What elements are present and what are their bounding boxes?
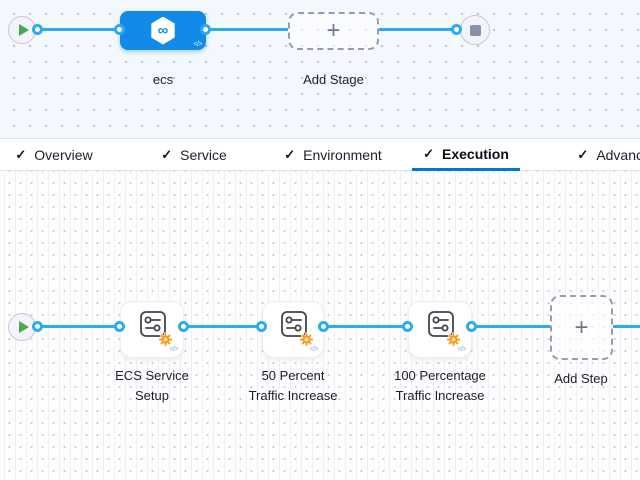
add-stage-label: Add Stage bbox=[303, 72, 364, 87]
step-card-50-percent-traffic[interactable]: </> bbox=[262, 301, 324, 358]
pipeline-end-button[interactable] bbox=[460, 15, 490, 45]
check-icon: ✓ bbox=[577, 147, 589, 162]
gear-badge-icon bbox=[446, 332, 461, 347]
stage-link bbox=[40, 28, 120, 31]
connector-port[interactable] bbox=[256, 321, 267, 332]
stage-link bbox=[206, 28, 288, 31]
step-name-label: 50 Percent Traffic Increase bbox=[233, 366, 353, 406]
tab-environment[interactable]: ✓ Environment bbox=[276, 139, 390, 171]
tab-label: Environment bbox=[303, 147, 382, 163]
step-name-line: ECS Service bbox=[115, 368, 189, 383]
tab-label: Service bbox=[180, 147, 227, 163]
step-name-label: 100 Percentage Traffic Increase bbox=[378, 366, 502, 406]
execution-start-button[interactable] bbox=[8, 313, 36, 341]
connector-port[interactable] bbox=[200, 24, 211, 35]
gear-badge-icon bbox=[158, 332, 173, 347]
infinity-glyph: ∞ bbox=[157, 22, 169, 39]
tab-label: Advanced bbox=[596, 147, 640, 163]
stop-icon bbox=[469, 24, 481, 36]
step-link bbox=[40, 325, 120, 328]
stage-config-tabbar: ✓ Overview ✓ Service ✓ Environment ✓ Exe… bbox=[0, 139, 640, 171]
step-name-line: Setup bbox=[135, 388, 169, 403]
connector-port[interactable] bbox=[32, 24, 43, 35]
tab-label: Execution bbox=[442, 145, 509, 162]
connector-port[interactable] bbox=[114, 321, 125, 332]
connector-port[interactable] bbox=[114, 24, 125, 35]
stage-link bbox=[379, 28, 457, 31]
connector-port[interactable] bbox=[451, 24, 462, 35]
step-settings-icon bbox=[428, 311, 454, 337]
step-name-label: ECS Service Setup bbox=[92, 366, 212, 406]
step-card-ecs-service-setup[interactable]: </> bbox=[120, 301, 184, 358]
stage-node-ecs[interactable]: ∞ </> bbox=[120, 11, 206, 50]
add-step-button[interactable]: + bbox=[550, 295, 613, 360]
tab-advanced[interactable]: ✓ Advanced bbox=[562, 139, 640, 171]
step-card-100-percentage-traffic[interactable]: </> bbox=[408, 301, 472, 358]
step-link bbox=[613, 325, 640, 328]
step-link bbox=[184, 325, 262, 328]
tab-label: Overview bbox=[34, 147, 93, 163]
connector-port[interactable] bbox=[402, 321, 413, 332]
harness-cd-icon: ∞ bbox=[151, 16, 175, 45]
plus-icon: + bbox=[326, 17, 341, 44]
code-view-icon[interactable]: </> bbox=[457, 346, 466, 353]
pipeline-start-button[interactable] bbox=[8, 16, 36, 44]
connector-port[interactable] bbox=[318, 321, 329, 332]
step-name-line: Traffic Increase bbox=[248, 388, 338, 403]
connector-port[interactable] bbox=[178, 321, 189, 332]
plus-icon: + bbox=[574, 313, 589, 341]
stage-canvas[interactable]: ∞ </> + ecs Add Stage bbox=[0, 0, 640, 139]
stage-name-label: ecs bbox=[152, 72, 174, 87]
play-icon bbox=[18, 24, 29, 36]
tab-execution[interactable]: ✓ Execution bbox=[412, 139, 520, 171]
step-settings-icon bbox=[140, 311, 166, 337]
connector-port[interactable] bbox=[32, 321, 43, 332]
check-icon: ✓ bbox=[15, 147, 27, 162]
add-step-label: Add Step bbox=[554, 371, 608, 386]
check-icon: ✓ bbox=[284, 147, 296, 162]
check-icon: ✓ bbox=[161, 147, 173, 162]
step-name-line: 50 Percent bbox=[261, 368, 325, 383]
check-icon: ✓ bbox=[423, 145, 434, 161]
tab-service[interactable]: ✓ Service bbox=[153, 139, 235, 171]
step-link bbox=[324, 325, 408, 328]
step-name-line: 100 Percentage bbox=[394, 368, 486, 383]
add-stage-button[interactable]: + bbox=[288, 12, 379, 50]
step-link bbox=[472, 325, 550, 328]
gear-badge-icon bbox=[299, 332, 314, 347]
step-settings-icon bbox=[281, 311, 307, 337]
connector-port[interactable] bbox=[466, 321, 477, 332]
code-view-icon[interactable]: </> bbox=[169, 346, 178, 353]
tab-overview[interactable]: ✓ Overview bbox=[8, 139, 100, 171]
code-view-icon[interactable]: </> bbox=[309, 346, 318, 353]
code-view-icon[interactable]: </> bbox=[193, 41, 202, 48]
play-icon bbox=[18, 321, 29, 333]
step-name-line: Traffic Increase bbox=[395, 388, 485, 403]
